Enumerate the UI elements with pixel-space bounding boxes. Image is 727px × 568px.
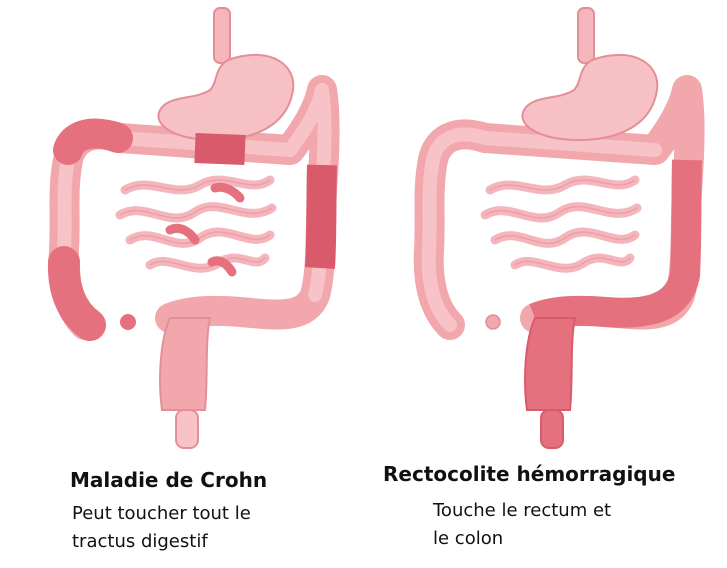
rch-description-line-2: le colon: [433, 525, 611, 553]
rch-description: Touche le rectum et le colon: [433, 497, 611, 553]
rch-description-line-1: Touche le rectum et: [433, 497, 611, 525]
crohn-description: Peut toucher tout le tractus digestif: [72, 500, 251, 556]
crohn-description-line-1: Peut toucher tout le: [72, 500, 251, 528]
rch-esophagus: [578, 8, 594, 63]
rch-title: Rectocolite hémorragique: [383, 462, 675, 486]
rch-anus: [541, 410, 563, 448]
crohn-description-line-2: tractus digestif: [72, 528, 251, 556]
rch-inflamed-rectum: [525, 318, 575, 410]
rch-small-intestine: [485, 180, 637, 268]
rch-stomach: [522, 55, 657, 140]
rch-appendix: [486, 315, 500, 329]
crohn-title: Maladie de Crohn: [70, 468, 267, 492]
